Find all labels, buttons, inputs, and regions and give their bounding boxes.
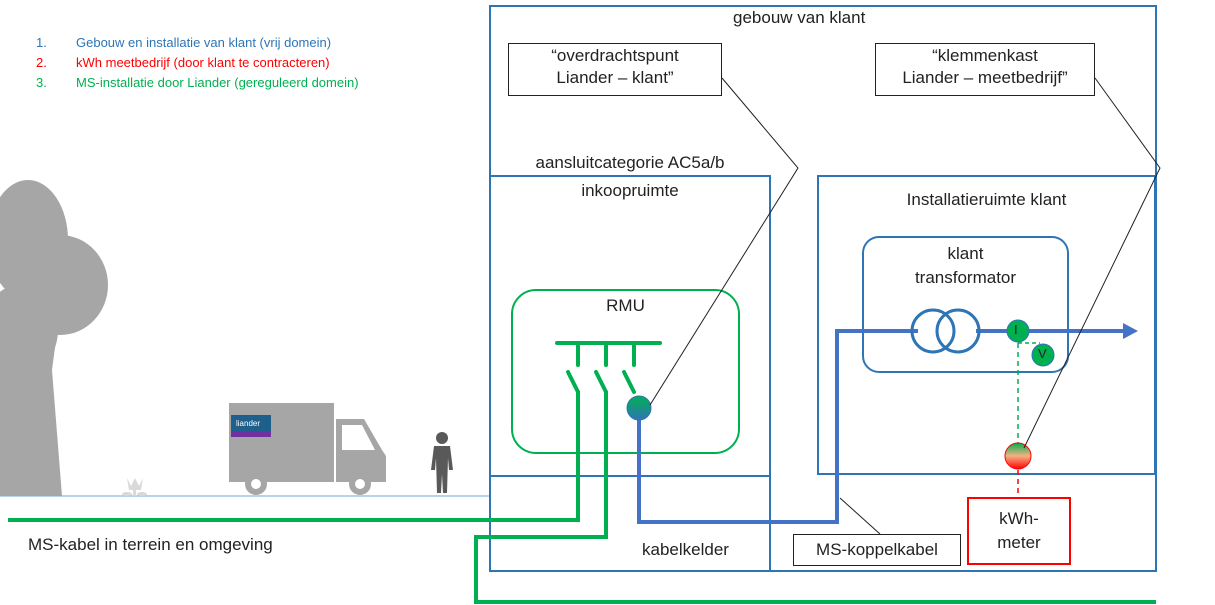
person-icon xyxy=(431,432,453,493)
terminal-box-line2: Liander – meetbedrijf” xyxy=(902,68,1068,87)
current-sensor-icon xyxy=(1006,319,1030,343)
flower-icon xyxy=(122,478,147,496)
legend-item-number: 1. xyxy=(36,35,47,50)
kwh-meter-label-2: meter xyxy=(997,533,1041,552)
leader-lines xyxy=(649,77,1161,535)
category-label: aansluitcategorie AC5a/b xyxy=(535,153,725,172)
purchase-room-box xyxy=(489,175,771,572)
legend-item-3: 3. MS-installatie door Liander (geregulee… xyxy=(36,75,359,90)
cable-cellar-label: kabelkelder xyxy=(642,540,729,559)
building-label: gebouw van klant xyxy=(733,8,866,27)
terminal-box-callout: “klemmenkast Liander – meetbedrijf” xyxy=(875,43,1095,96)
legend-item-text: kWh meetbedrijf (door klant te contracte… xyxy=(76,55,330,70)
legend-item-number: 3. xyxy=(36,75,47,90)
rmu-box xyxy=(511,289,740,454)
coupling-cable-callout: MS-koppelkabel xyxy=(793,534,961,566)
install-room-label: Installatieruimte klant xyxy=(906,190,1067,209)
legend-item-number: 2. xyxy=(36,55,47,70)
coupling-cable-label: MS-koppelkabel xyxy=(816,540,938,559)
rmu-switchgear xyxy=(555,341,662,404)
transfer-point-line1: “overdrachtspunt xyxy=(551,46,679,65)
kwh-meter-box xyxy=(967,497,1071,565)
transfer-point-callout: “overdrachtspunt Liander – klant” xyxy=(508,43,722,96)
truck-icon xyxy=(229,403,386,495)
kwh-meter-label-1: kWh- xyxy=(999,509,1039,528)
rmu-label: RMU xyxy=(606,296,645,315)
install-room-box xyxy=(817,175,1156,475)
ms-coupling-cable xyxy=(637,329,918,524)
transfer-point-line2: Liander – klant” xyxy=(556,68,674,87)
output-arrow-icon xyxy=(1123,323,1138,339)
truck-logo-text: liander xyxy=(236,419,260,428)
purchase-room-label: inkoopruimte xyxy=(581,181,679,200)
tree-icon xyxy=(0,180,108,496)
transformer-label-1: klant xyxy=(947,244,984,263)
legend-item-text: MS-installatie door Liander (gereguleerd… xyxy=(76,75,359,90)
transfer-point-marker-icon xyxy=(626,395,652,421)
ms-cable-label: MS-kabel in terrein en omgeving xyxy=(28,535,273,554)
transformer-symbol-icon xyxy=(910,308,981,354)
ms-cable-green xyxy=(8,400,1156,604)
transformer-label-2: transformator xyxy=(914,268,1017,287)
transformer-box xyxy=(862,236,1069,373)
legend-item-text: Gebouw en installatie van klant (vrij do… xyxy=(76,35,332,50)
terminal-box-marker-icon xyxy=(1004,442,1032,470)
voltage-sensor-icon xyxy=(1031,343,1055,367)
current-symbol: I xyxy=(1014,322,1018,337)
legend-item-1: 1. Gebouw en installatie van klant (vrij … xyxy=(36,35,331,50)
legend-item-2: 2. kWh meetbedrijf (door klant te contrac… xyxy=(36,55,330,70)
terminal-box-line1: “klemmenkast xyxy=(932,46,1038,65)
voltage-symbol: V xyxy=(1038,346,1047,361)
